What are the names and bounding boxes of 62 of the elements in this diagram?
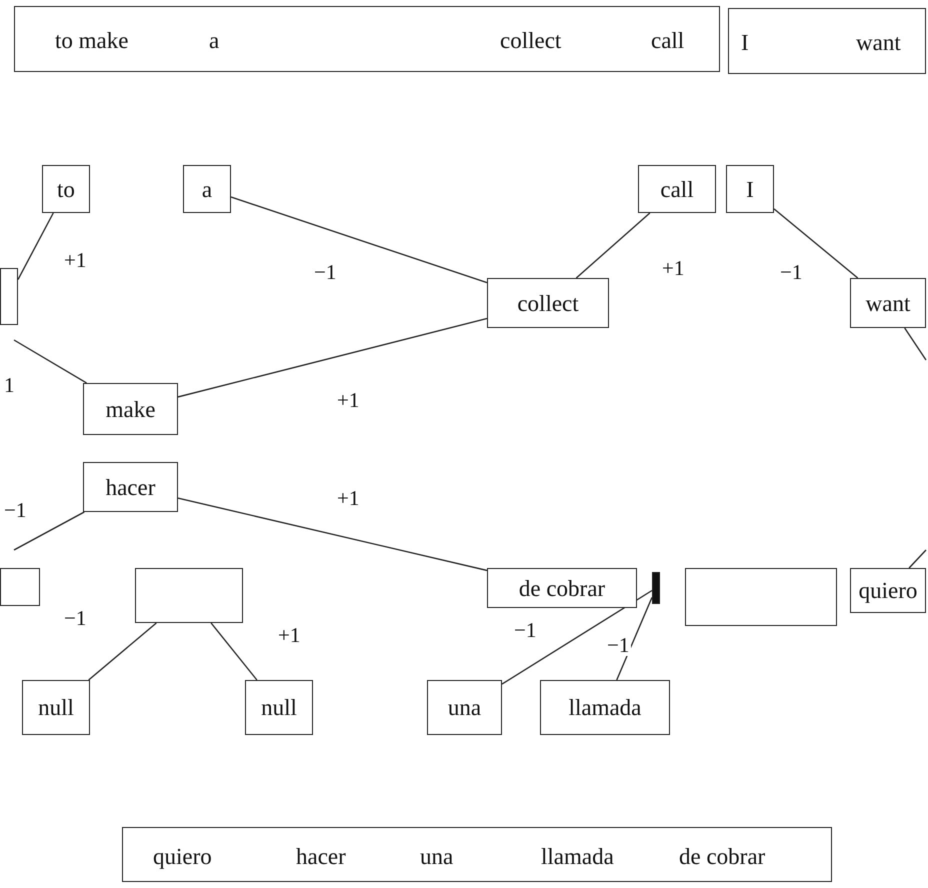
connector-line xyxy=(178,318,488,398)
connector-line xyxy=(576,212,650,278)
word: I xyxy=(741,31,749,54)
word: hacer xyxy=(106,476,156,498)
word: null xyxy=(261,696,297,719)
word: call xyxy=(660,178,694,200)
word: llamada xyxy=(568,696,642,719)
connector-line xyxy=(908,550,926,568)
word: una xyxy=(420,844,454,868)
word-node xyxy=(427,680,502,735)
bar-mark xyxy=(652,572,660,604)
empty-box xyxy=(685,568,837,626)
word: de cobrar xyxy=(679,844,766,868)
word: I xyxy=(746,178,754,200)
word: quiero xyxy=(858,579,918,602)
empty-box xyxy=(0,268,18,325)
sentence-box xyxy=(14,6,720,72)
word: collect xyxy=(517,292,579,314)
word: una xyxy=(448,696,482,719)
word-node xyxy=(22,680,90,735)
word-node xyxy=(850,278,926,328)
word: llamada xyxy=(541,844,614,868)
word-node xyxy=(487,568,637,608)
connector-line xyxy=(178,497,488,572)
word-node xyxy=(42,165,90,213)
word: a xyxy=(202,178,212,200)
word: de cobrar xyxy=(518,576,606,600)
word: collect xyxy=(500,29,562,52)
connector-line xyxy=(14,339,87,384)
word: quiero xyxy=(153,844,212,868)
edge-label: −1 xyxy=(605,635,632,656)
word: make xyxy=(106,398,156,420)
word: a xyxy=(209,29,220,52)
word-node xyxy=(638,165,716,213)
word-node xyxy=(245,680,313,735)
word: want xyxy=(856,31,901,54)
word-node xyxy=(726,165,774,213)
sentence-box xyxy=(122,827,832,882)
connector-line xyxy=(210,622,258,680)
connector-line xyxy=(17,212,54,280)
empty-box xyxy=(0,568,40,606)
connector-line xyxy=(14,511,85,551)
empty-box xyxy=(135,568,243,623)
word: null xyxy=(38,696,74,719)
word: want xyxy=(866,292,910,314)
connector-line xyxy=(230,196,488,284)
connector-line xyxy=(88,622,157,680)
word-node xyxy=(540,680,670,735)
word-node xyxy=(850,568,926,613)
connector-line xyxy=(904,328,927,360)
sentence-box xyxy=(728,8,926,74)
word: hacer xyxy=(296,844,346,868)
word-node xyxy=(83,462,178,512)
word: call xyxy=(651,29,684,52)
connector-line xyxy=(616,597,653,680)
word-node xyxy=(487,278,609,328)
connector-line xyxy=(774,208,858,278)
word-node xyxy=(183,165,231,213)
connector-line xyxy=(502,590,652,685)
word: to make xyxy=(55,29,128,52)
word: to xyxy=(57,178,75,200)
word-node xyxy=(83,383,178,435)
